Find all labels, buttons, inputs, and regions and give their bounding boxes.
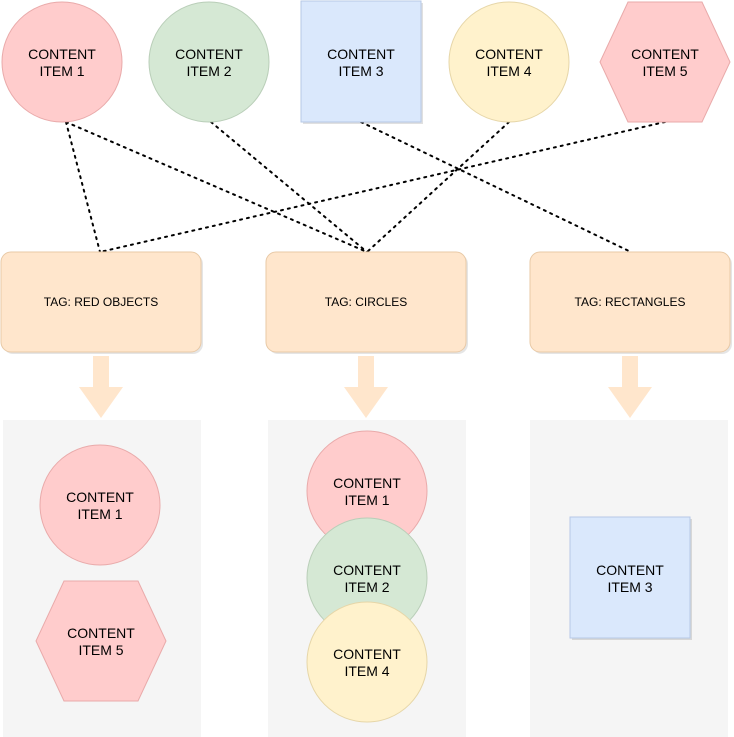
tag-label: TAG: RECTANGLES <box>575 295 686 309</box>
item-label-line2: ITEM 1 <box>39 63 84 79</box>
connector-item2-circles <box>210 121 368 253</box>
item-label-line2: ITEM 1 <box>344 492 389 508</box>
item-label-line2: ITEM 4 <box>486 63 531 79</box>
item-label-line2: ITEM 3 <box>338 63 383 79</box>
arrow-down-icon <box>608 356 652 418</box>
item-label-line1: CONTENT <box>66 489 134 505</box>
item-label-line2: ITEM 2 <box>344 579 389 595</box>
item-label-line1: CONTENT <box>475 46 543 62</box>
tag-boxes: TAG: RED OBJECTS TAG: CIRCLES TAG: RECTANG… <box>0 251 732 354</box>
connector-item3-rectangles <box>360 121 632 253</box>
circle-shape <box>1 1 123 123</box>
arrow-down-icon <box>79 356 123 418</box>
item-label-line1: CONTENT <box>175 46 243 62</box>
circle-shape <box>39 444 161 566</box>
connector-item4-circles <box>366 121 510 253</box>
item-label-line1: CONTENT <box>333 562 401 578</box>
item-label-line1: CONTENT <box>67 625 135 641</box>
item-label-line1: CONTENT <box>333 646 401 662</box>
connector-item1-red-objects <box>65 121 101 253</box>
tag-label: TAG: CIRCLES <box>325 295 407 309</box>
item-label-line1: CONTENT <box>596 562 664 578</box>
circle-shape <box>306 601 428 723</box>
item-label-line2: ITEM 5 <box>642 63 687 79</box>
tag-label: TAG: RED OBJECTS <box>44 295 158 309</box>
item-label-line1: CONTENT <box>631 46 699 62</box>
circle-shape <box>148 1 270 123</box>
hexagon-shape <box>35 580 167 702</box>
arrow-down-icon <box>344 356 388 418</box>
square-shape <box>569 516 691 639</box>
item-label-line1: CONTENT <box>333 475 401 491</box>
tag-rect <box>0 251 202 353</box>
connector-item1-circles <box>65 121 368 253</box>
item-label-line2: ITEM 1 <box>77 506 122 522</box>
square-shape <box>300 0 422 123</box>
tag-box-circles: TAG: CIRCLES <box>265 251 468 354</box>
item-label-line2: ITEM 4 <box>344 663 389 679</box>
tag-connectors <box>65 121 666 253</box>
item-label-line2: ITEM 2 <box>186 63 231 79</box>
item-label-line2: ITEM 5 <box>78 642 123 658</box>
item-label-line2: ITEM 3 <box>607 579 652 595</box>
tag-rect <box>529 251 731 353</box>
item-label-line1: CONTENT <box>28 46 96 62</box>
connector-item5-red-objects <box>99 121 666 253</box>
circle-shape <box>448 1 570 123</box>
hexagon-shape <box>599 1 731 123</box>
tag-box-rectangles: TAG: RECTANGLES <box>529 251 732 354</box>
tag-box-red-objects: TAG: RED OBJECTS <box>0 251 203 354</box>
tag-rect <box>265 251 467 353</box>
item-label-line1: CONTENT <box>327 46 395 62</box>
tag-arrows <box>79 356 652 418</box>
